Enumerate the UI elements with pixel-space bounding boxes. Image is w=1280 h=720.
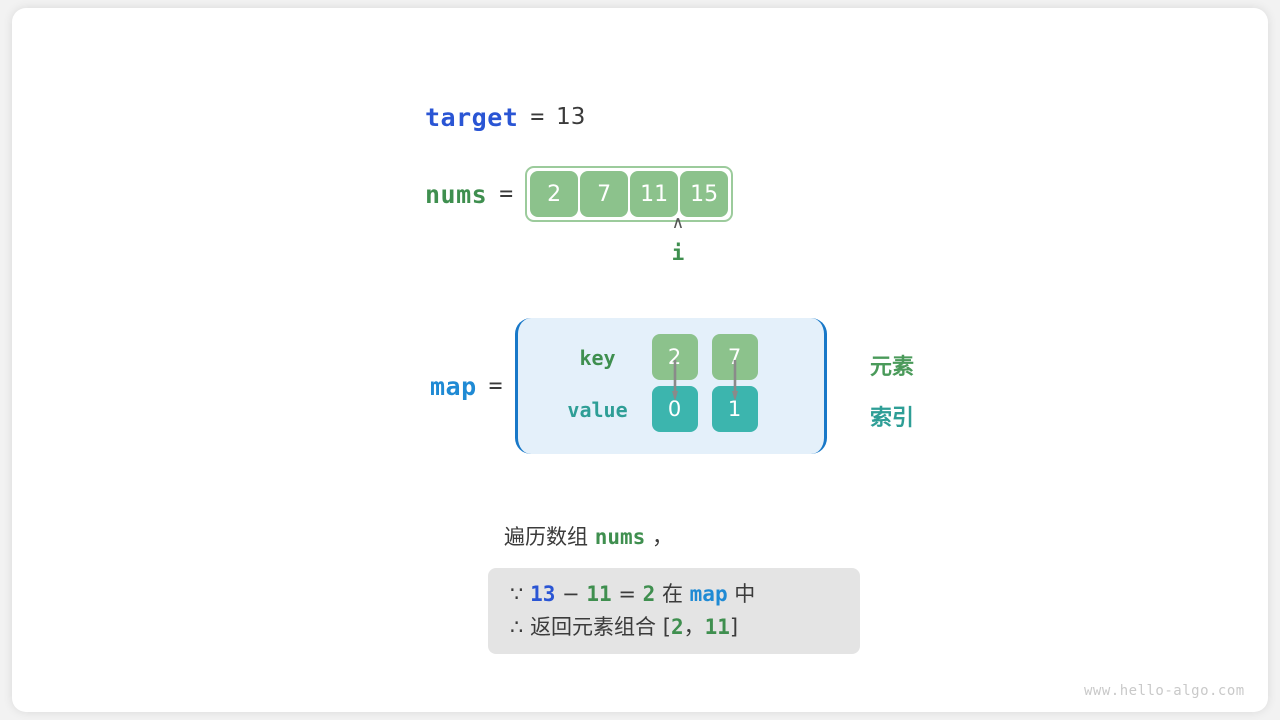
hashmap-container: key value 2 0 7 1 <box>514 318 827 454</box>
array-container: 2 7 11 15 <box>525 166 734 222</box>
target-value: 13 <box>556 104 586 130</box>
explanation-note-box: ∵ 13 − 11 = 2 在 map 中 ∴ 返回元素组合 [2，11] <box>488 568 860 654</box>
hashmap-value-cell: 1 <box>711 386 758 432</box>
note-pair-comma: ， <box>683 615 705 639</box>
key-row-label: key <box>579 346 616 370</box>
note-result: 2 <box>642 582 656 606</box>
array-cell: 2 <box>530 171 579 217</box>
note-minus-sign: − <box>562 582 580 606</box>
note-equals-sign: = <box>618 582 636 606</box>
hashmap-key-cell: 2 <box>651 334 698 380</box>
note-bracket-close: ] <box>729 615 739 639</box>
note-pair-second: 11 <box>704 615 730 639</box>
hashmap-entry: 7 1 <box>711 334 758 432</box>
note-operand-a: 13 <box>530 582 556 606</box>
caption-suffix: ， <box>645 525 673 549</box>
note-line-2: ∴ 返回元素组合 [2，11] <box>510 611 838 644</box>
legend-index-label: 索引 <box>870 406 915 431</box>
nums-equals-sign: = <box>499 181 514 207</box>
caption-text: 遍历数组 nums ， <box>504 521 673 551</box>
nums-variable-row: nums = 2 7 11 15 <box>425 166 734 222</box>
value-row-label: value <box>567 398 628 422</box>
target-equals-sign: = <box>530 104 545 130</box>
target-variable-row: target = 13 <box>425 101 585 133</box>
map-variable-row: map = key value 2 0 7 1 <box>430 318 827 454</box>
note-map-word: map <box>689 582 728 606</box>
note-line-1: ∵ 13 − 11 = 2 在 map 中 <box>510 578 838 611</box>
because-symbol: ∵ <box>510 582 524 606</box>
legend-element-label: 元素 <box>870 355 915 380</box>
nums-variable-name: nums <box>425 179 488 209</box>
array-cell: 15 <box>680 171 729 217</box>
map-equals-sign: = <box>488 373 503 399</box>
caption-prefix: 遍历数组 <box>504 525 595 549</box>
pointer-label: i <box>671 241 685 265</box>
array-cell: 7 <box>580 171 629 217</box>
array-cell: 11 <box>630 171 679 217</box>
therefore-symbol: ∴ <box>510 615 524 639</box>
hashmap-value-cell: 0 <box>651 386 698 432</box>
watermark-text: www.hello-algo.com <box>1084 683 1245 699</box>
note-tail-word: 中 <box>734 582 756 606</box>
note-return-text: 返回元素组合 <box>530 615 663 639</box>
target-variable-name: target <box>425 102 519 132</box>
note-operand-b: 11 <box>586 582 612 606</box>
diagram-card: target = 13 nums = 2 7 11 15 ∧ i map = k… <box>12 8 1268 712</box>
note-pair-first: 2 <box>670 615 684 639</box>
note-in-word: 在 <box>661 582 683 606</box>
hashmap-entry: 2 0 <box>651 334 698 432</box>
caption-code: nums <box>594 525 646 549</box>
note-bracket-open: [ <box>662 615 671 639</box>
index-pointer: ∧ i <box>653 213 703 266</box>
hashmap-key-cell: 7 <box>711 334 758 380</box>
caret-up-icon: ∧ <box>671 213 685 233</box>
map-variable-name: map <box>430 371 477 401</box>
